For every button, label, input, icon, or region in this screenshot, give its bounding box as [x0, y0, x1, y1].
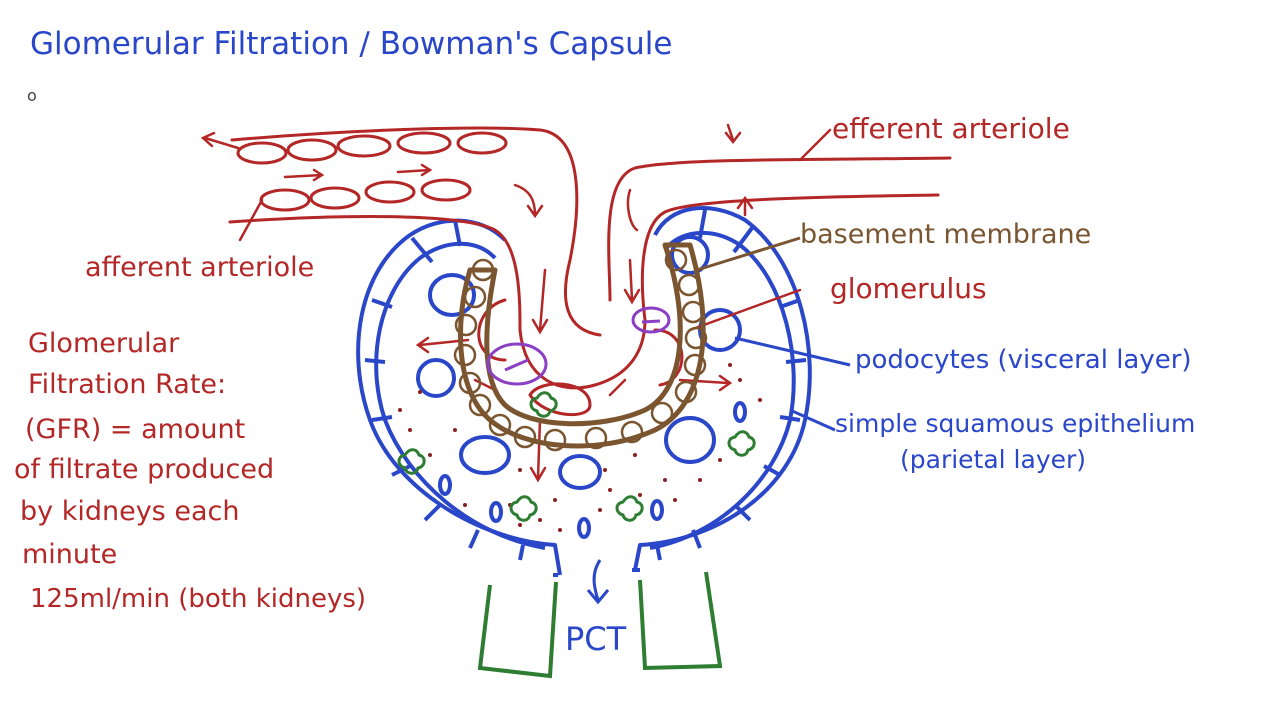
bullet: o — [27, 86, 37, 105]
gfr-line-7: 125ml/min (both kidneys) — [30, 584, 366, 614]
protein-molecules — [397, 391, 756, 522]
purple-cells — [486, 306, 671, 386]
pct-flow-arrow — [586, 559, 610, 605]
gfr-line-2: Filtration Rate: — [28, 369, 226, 400]
pct-tubule — [477, 571, 723, 679]
label-pct: PCT — [565, 620, 627, 658]
filtrate-dots — [398, 363, 762, 532]
label-glomerulus: glomerulus — [830, 272, 987, 305]
blood-flow-arrows — [200, 123, 832, 483]
podocyte-cells — [416, 235, 747, 539]
label-parietal-layer: (parietal layer) — [900, 445, 1086, 474]
label-efferent-arteriole: efferent arteriole — [832, 112, 1070, 145]
gfr-line-6: minute — [22, 539, 117, 570]
gfr-notes: Glomerular Filtration Rate: (GFR) = amou… — [14, 328, 366, 614]
basement-leader — [696, 236, 801, 272]
label-basement-membrane: basement membrane — [800, 219, 1091, 250]
gfr-line-4: of filtrate produced — [14, 454, 274, 485]
gfr-line-3: (GFR) = amount — [25, 414, 245, 445]
label-simple-squamous: simple squamous epithelium — [835, 409, 1195, 438]
gfr-line-5: by kidneys each — [20, 496, 239, 527]
arterioles — [228, 126, 952, 417]
parietal-layer — [356, 206, 812, 577]
label-podocytes: podocytes (visceral layer) — [855, 345, 1192, 375]
page-title: Glomerular Filtration / Bowman's Capsule — [30, 26, 672, 62]
label-afferent-arteriole: afferent arteriole — [85, 252, 314, 283]
blue-leaders — [734, 336, 851, 432]
membrane-cells — [453, 248, 708, 452]
red-blood-cells — [236, 131, 508, 212]
gfr-line-1: Glomerular — [28, 328, 180, 359]
